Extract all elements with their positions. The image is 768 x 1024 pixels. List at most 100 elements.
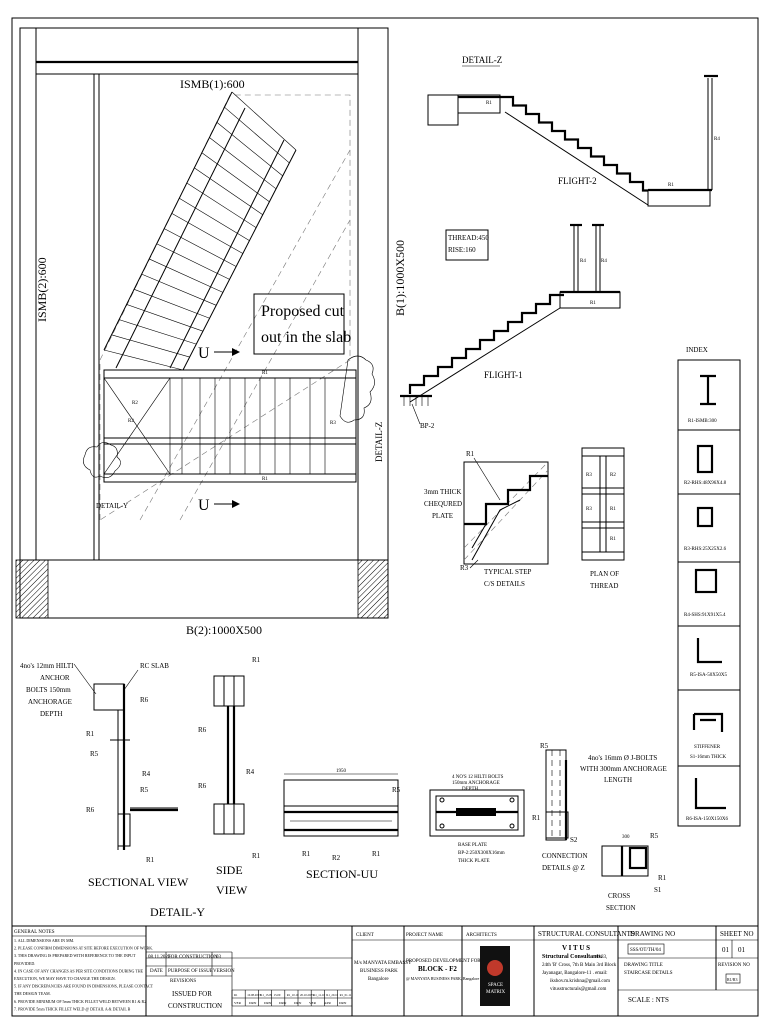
plan-of-thread: R3 R2 R3 R1 R1 PLAN OF THREAD (581, 447, 625, 590)
plan-tread-line (231, 91, 297, 151)
plan-tread-line (111, 334, 190, 358)
architects-header: ARCHITECTS (466, 933, 497, 938)
plan-tread-line (179, 197, 250, 241)
cross-caption1: CROSS (608, 892, 630, 900)
tag-r1: R1 (262, 371, 268, 376)
flight1-tag-r1: R1 (590, 301, 596, 306)
index-item-stiffener: STIFFENER (694, 745, 721, 750)
project-line3: @ MANYATA BUSINESS PARK, Bangalore (406, 976, 480, 982)
sec-tag-r6b: R6 (86, 806, 95, 814)
anchor-line2: ANCHOR (40, 674, 70, 682)
version-header: VERSION (213, 969, 235, 974)
plan-tread-line (216, 122, 283, 177)
conn-tag-s2: S2 (570, 836, 578, 844)
plan-tread-line (201, 152, 270, 203)
plan-tread-line (209, 137, 277, 190)
consultant-sub: Structural Consultants. (542, 954, 603, 960)
index-item-r1: R1-ISMB:300 (688, 419, 717, 424)
consultant-header: STRUCTURAL CONSULTANTS (538, 930, 635, 938)
section-uu-dim: 1950 (336, 769, 347, 774)
plan-tread-line (186, 182, 257, 228)
bp-note1: 4 NO'S 12 HILTI BOLTS (452, 775, 504, 780)
cross-dim: 300 (622, 835, 630, 840)
section-mark-u-bottom: U (198, 497, 210, 514)
issue-purpose: FOR CONSTRUCTION (168, 955, 218, 960)
general-note-line: 1. ALL DIMENSIONS ARE IN MM. (14, 938, 74, 943)
step-caption2: C/S DETAILS (484, 580, 525, 588)
plan-detail-y-label: DETAIL-Y (96, 502, 128, 510)
index-title: INDEX (686, 346, 708, 354)
title-block: GENERAL NOTES 1. ALL DIMENSIONS ARE IN M… (11, 925, 759, 1017)
client-line1: M/s MANYATA EMBASSY (354, 961, 412, 966)
sec-tag-r1b: R1 (146, 856, 155, 864)
cross-tag-s1: S1 (654, 886, 662, 894)
side-view-title1: SIDE (216, 863, 243, 877)
rev-cell: VER (309, 1001, 317, 1005)
flight1-elevation: THREAD:450 RISE:160 R4 R4 R1 FLIGHT-1 BP… (400, 223, 621, 430)
plan-tread-line (126, 304, 204, 332)
uu-tag-r5: R5 (392, 786, 401, 794)
general-note-line: 3. THIS DRAWING IS PREPARED WITH REFEREN… (14, 953, 136, 958)
cross-section: 300 R5 R1 S1 CROSS SECTION (601, 832, 667, 912)
cut-note-line2: out in the slab (261, 329, 351, 346)
plan-tread-line (149, 258, 224, 293)
section-uu-title: SECTION-UU (306, 867, 378, 881)
anchor-line4: ANCHORAGE (28, 698, 72, 706)
base-plate: 4 NO'S 12 HILTI BOLTS 150mm ANCHORAGE DE… (429, 775, 525, 864)
revision-no: R1/R3 (727, 977, 737, 982)
issue-version: 03 (216, 955, 222, 960)
sheet-no-header: SHEET NO (720, 930, 754, 938)
rev-cell: R1_01.11 (340, 993, 352, 997)
column-right (357, 559, 389, 619)
beam-right-label: B(1):1000X500 (393, 240, 407, 316)
drawing-title: STAIRCASE DETAILS (624, 971, 673, 976)
general-note-line: EXECUTION, WE MAY HAVE TO CHANGE THE DES… (14, 976, 116, 982)
flight2-elevation: DETAIL-Z R1 R1 R4 FLIGHT-2 (427, 55, 720, 207)
thread-caption1: PLAN OF (590, 570, 619, 578)
sheet-no: 01 (722, 946, 730, 954)
plate-line2: CHEQURED (424, 500, 462, 508)
connection-detail-z: R5 R1 S2 4no's 16mm Ø J-BOLTS WITH 300mm… (532, 742, 667, 872)
plan-tread-line (164, 228, 237, 267)
rev-cell: DRN (279, 1001, 287, 1005)
consultant-name: V I T U S (562, 944, 590, 952)
index-item-r5: R5-ISA-50X50X5 (690, 673, 727, 678)
general-note-line: PROVIDED. (14, 961, 35, 966)
beam-bottom-label: B(2):1000X500 (186, 623, 262, 637)
conn-bolts3: LENGTH (604, 776, 632, 784)
plan-tread-line (156, 243, 230, 280)
date-header: DATE (150, 969, 163, 974)
tag-r2b: R2 (128, 419, 134, 424)
typical-step-detail: R1 R3 3mm THICK CHEQURED PLATE TYPICAL S… (424, 450, 549, 588)
architect-logo-text1: SPACE (488, 983, 503, 988)
conn-caption2: DETAILS @ Z (542, 864, 585, 872)
plan-detail-z-label: DETAIL-Z (374, 422, 384, 462)
drawing-title-header: DRAWING TITLE (624, 963, 663, 968)
flight2-tag-r1: R1 (486, 101, 492, 106)
plate-line3: PLATE (432, 512, 453, 520)
rev-cell: R1_13.09 (260, 993, 272, 997)
index-item-r2: R2-RHS:48X96X4.8 (684, 481, 727, 486)
consultant-addr2: 24th 'B' Cross, 7th B Main 3rd Block (542, 963, 617, 968)
sectional-view-title: SECTIONAL VIEW (88, 875, 189, 889)
scale: SCALE : NTS (628, 996, 669, 1004)
consultant-email1: ikshov.m.krishna@gmail.com (550, 979, 610, 984)
bp2-label: BP-2 (420, 422, 435, 430)
plan-tread-line (141, 273, 217, 306)
architect-logo-text2: MATRIX (486, 990, 506, 995)
anchor-line1: 4no's 12mm HILTI (20, 662, 74, 670)
drawing-no: SSS/OT/TH/04 (630, 948, 661, 953)
rev-cell: 10.08.2023 (247, 993, 261, 997)
issued-for-2: CONSTRUCTION (168, 1002, 222, 1010)
client-header: CLIENT (356, 933, 374, 938)
flight2-label: FLIGHT-2 (558, 176, 597, 186)
client-line3: Bangalore (368, 977, 389, 982)
general-note-line: 4. IN CASE OF ANY CHANGES AS PER SITE CO… (14, 968, 144, 973)
tag-r2: R2 (132, 401, 138, 406)
thread-tag-r1: R1 (610, 507, 616, 512)
consultant-email2: vitusstructurals@gmail.com (550, 987, 607, 992)
rise-dim: RISE:160 (448, 246, 476, 254)
general-note-line: 7. PROVIDE 5mm THICK FILLET WELD @ DETAI… (14, 1006, 131, 1011)
thread-tag-r3b: R3 (586, 507, 592, 512)
index-item-r3: R3-RHS:25X25X2.6 (684, 547, 727, 552)
